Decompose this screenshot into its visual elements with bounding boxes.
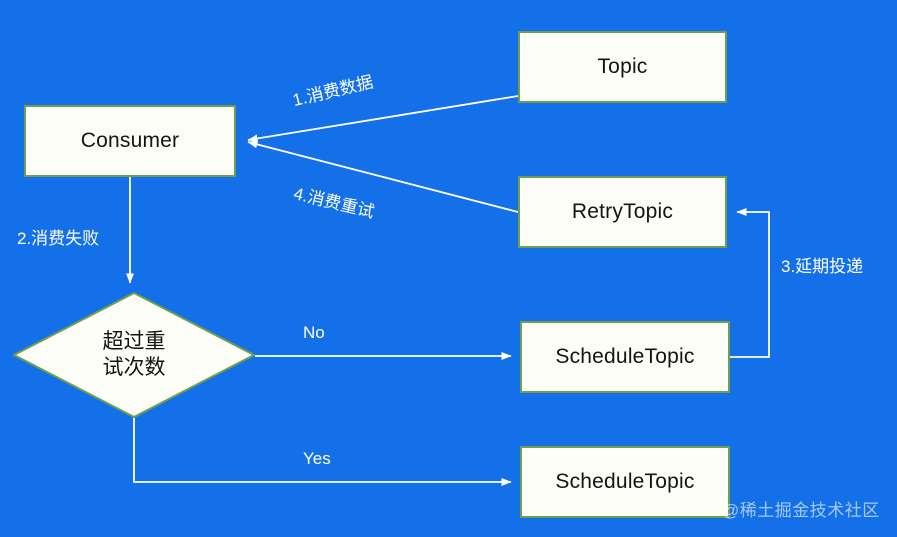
node-consumer[interactable]: Consumer [24,105,236,177]
node-topic-label: Topic [597,54,648,78]
node-decision-label: 超过重 试次数 [102,329,166,379]
node-schedule-topic-no-label: ScheduleTopic [555,344,695,368]
edge-label-consume-failed: 2.消费失败 [17,229,100,248]
node-topic[interactable]: Topic [518,31,727,103]
edge-label-delayed-delivery: 3.延期投递 [781,257,864,276]
node-schedule-topic-no[interactable]: ScheduleTopic [520,321,730,393]
node-schedule-topic-yes-label: ScheduleTopic [555,469,695,493]
edge-label-yes: Yes [303,449,331,468]
decision-diamond-shape [13,292,255,418]
node-schedule-topic-yes[interactable]: ScheduleTopic [520,446,730,518]
node-retry-topic-label: RetryTopic [571,199,674,223]
node-decision-retry-count[interactable]: 超过重 试次数 [13,292,255,418]
node-retry-topic[interactable]: RetryTopic [518,176,727,248]
watermark: @稀土掘金技术社区 [722,501,880,520]
edge-label-no: No [303,323,325,342]
node-consumer-label: Consumer [80,128,180,152]
